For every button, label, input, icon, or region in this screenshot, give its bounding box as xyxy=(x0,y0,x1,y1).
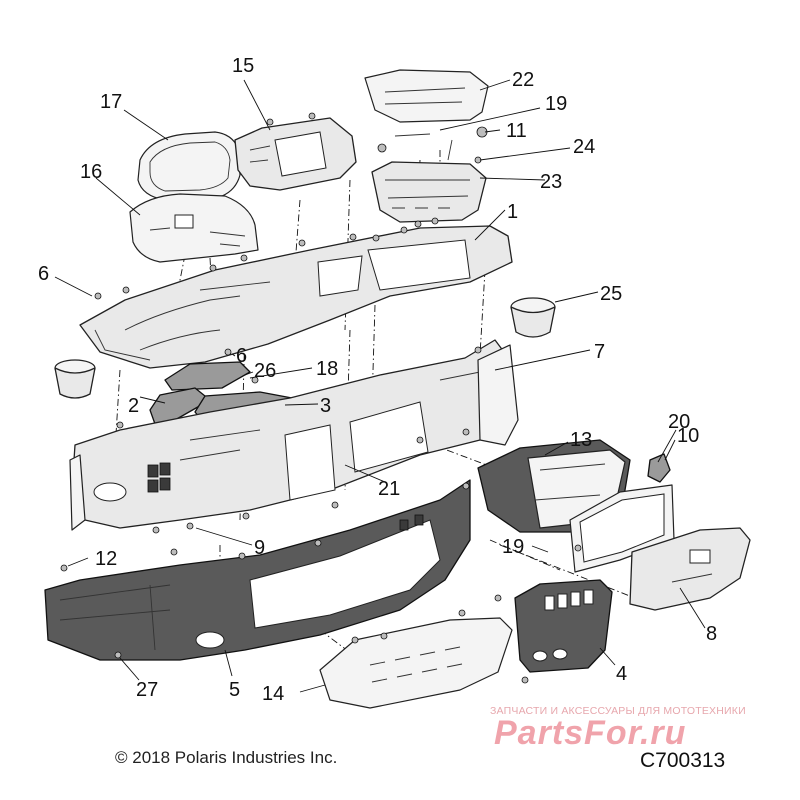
callout-4: 4 xyxy=(616,663,627,685)
callout-9: 9 xyxy=(254,537,265,559)
part-cup-holder-left xyxy=(54,359,96,399)
callout-16: 16 xyxy=(80,161,102,183)
part-23-storage-bin xyxy=(371,161,487,223)
callout-23: 23 xyxy=(540,171,562,193)
callout-13: 13 xyxy=(570,429,592,451)
callout-15: 15 xyxy=(232,55,254,77)
part-10-seal-ring xyxy=(569,484,675,573)
callout-5: 5 xyxy=(229,679,240,701)
callout-6a: 6 xyxy=(38,263,49,285)
part-15-switch-bezel xyxy=(234,117,357,191)
callout-14: 14 xyxy=(262,683,284,705)
part-16-panel-bracket xyxy=(129,193,259,263)
callout-10: 10 xyxy=(677,425,699,447)
part-8-glove-box-door xyxy=(629,527,751,611)
part-26-bracket-plate xyxy=(164,361,251,391)
fasteners xyxy=(60,112,582,684)
callout-24: 24 xyxy=(573,136,595,158)
callout-18: 18 xyxy=(316,358,338,380)
part-14-lower-trim xyxy=(319,617,513,709)
part-7-dash-frame xyxy=(69,339,519,531)
callout-21: 21 xyxy=(378,478,400,500)
callout-26: 26 xyxy=(254,360,276,382)
callout-2: 2 xyxy=(128,395,139,417)
callout-1: 1 xyxy=(507,201,518,223)
figure-code: C700313 xyxy=(640,749,726,772)
copyright-notice: © 2018 Polaris Industries Inc. xyxy=(115,748,338,767)
callout-25: 25 xyxy=(600,283,622,305)
callout-22: 22 xyxy=(512,69,534,91)
callout-17: 17 xyxy=(100,91,122,113)
callout-19a: 19 xyxy=(545,93,567,115)
callout-7: 7 xyxy=(594,341,605,363)
callout-labels: 1 2 3 4 5 6 6 7 8 9 10 11 12 13 14 15 16… xyxy=(38,55,717,705)
callout-20: 20 xyxy=(668,411,690,433)
part-4-switch-panel xyxy=(514,579,613,673)
part-17-cluster-bezel xyxy=(137,131,241,201)
watermark-caption: ЗАПЧАСТИ И АКСЕССУАРЫ ДЛЯ МОТОТЕХНИКИ xyxy=(490,705,746,717)
callout-27: 27 xyxy=(136,679,158,701)
watermark-logo: PartsFor.ru xyxy=(494,714,687,752)
part-20-latch xyxy=(647,453,671,483)
leader-lines xyxy=(54,79,706,693)
part-5-lower-dash xyxy=(44,479,471,661)
part-22-storage-lid xyxy=(364,69,489,123)
callout-19b: 19 xyxy=(502,536,524,558)
callout-3: 3 xyxy=(320,395,331,417)
part-25-cup-holder xyxy=(510,297,556,338)
callout-6b: 6 xyxy=(236,345,247,367)
callout-8: 8 xyxy=(706,623,717,645)
callout-12: 12 xyxy=(95,548,117,570)
part-1-upper-dash xyxy=(79,225,513,369)
callout-11: 11 xyxy=(506,120,527,142)
